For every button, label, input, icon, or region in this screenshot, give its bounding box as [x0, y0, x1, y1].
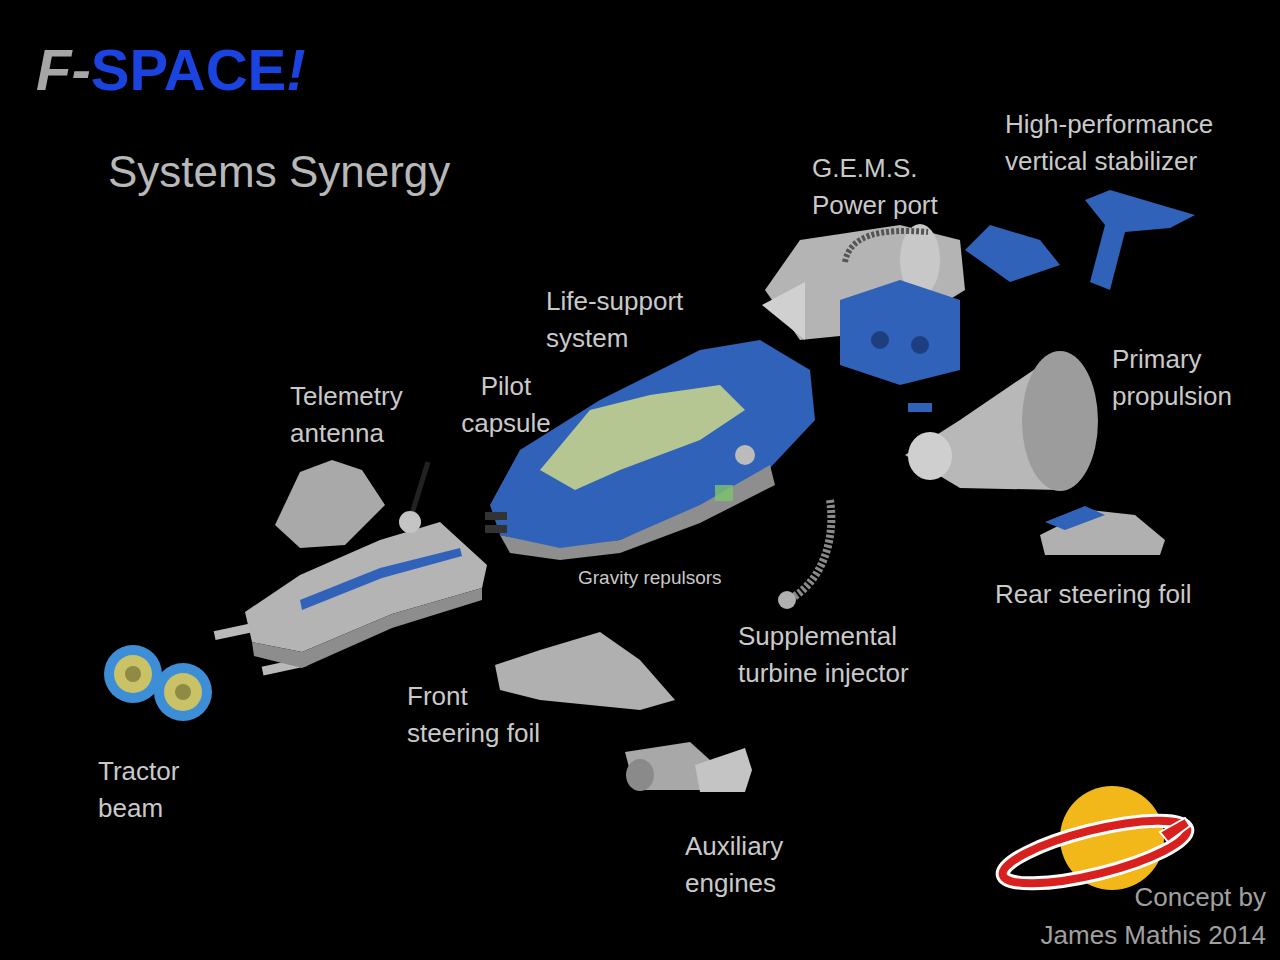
part-label: Primary propulsion	[1112, 341, 1267, 415]
logo-text: F-	[36, 37, 91, 102]
diagram-title: Systems Synergy	[108, 146, 450, 199]
front-foil-part	[495, 632, 675, 710]
part-label: Rear steering foil	[995, 576, 1192, 613]
part-label: Gravity repulsors	[578, 565, 722, 592]
front-section-part	[214, 460, 487, 675]
space-logo	[997, 786, 1192, 896]
credit-text: James Mathis 2014	[1041, 917, 1266, 954]
part-label: Tractor beam	[98, 753, 210, 827]
auxiliary-engine-part	[625, 742, 752, 792]
part-label: Supplemental turbine injector	[738, 618, 953, 692]
pilot-capsule-part	[485, 340, 815, 560]
part-label: G.E.M.S. Power port	[812, 150, 972, 224]
part-label: High-performance vertical stabilizer	[1005, 106, 1255, 180]
rear-foil-part	[1040, 506, 1165, 555]
part-label: Auxiliary engines	[685, 828, 820, 902]
part-label: Front steering foil	[407, 678, 557, 752]
primary-propulsion-part	[905, 351, 1098, 491]
injector-part	[778, 500, 831, 609]
part-label: Pilot capsule	[450, 368, 562, 442]
tractor-beam-part	[104, 645, 212, 721]
logo-text: !	[286, 37, 305, 102]
part-label: Life-support system	[546, 283, 721, 357]
logo-wordmark: F-SPACE!	[36, 38, 306, 102]
part-label: Telemetry antenna	[290, 378, 440, 452]
rear-assembly-part	[762, 224, 1060, 385]
credit-text: Concept by	[1134, 879, 1266, 916]
stabilizer-part	[1085, 190, 1195, 290]
logo-text: SPACE	[91, 37, 287, 102]
